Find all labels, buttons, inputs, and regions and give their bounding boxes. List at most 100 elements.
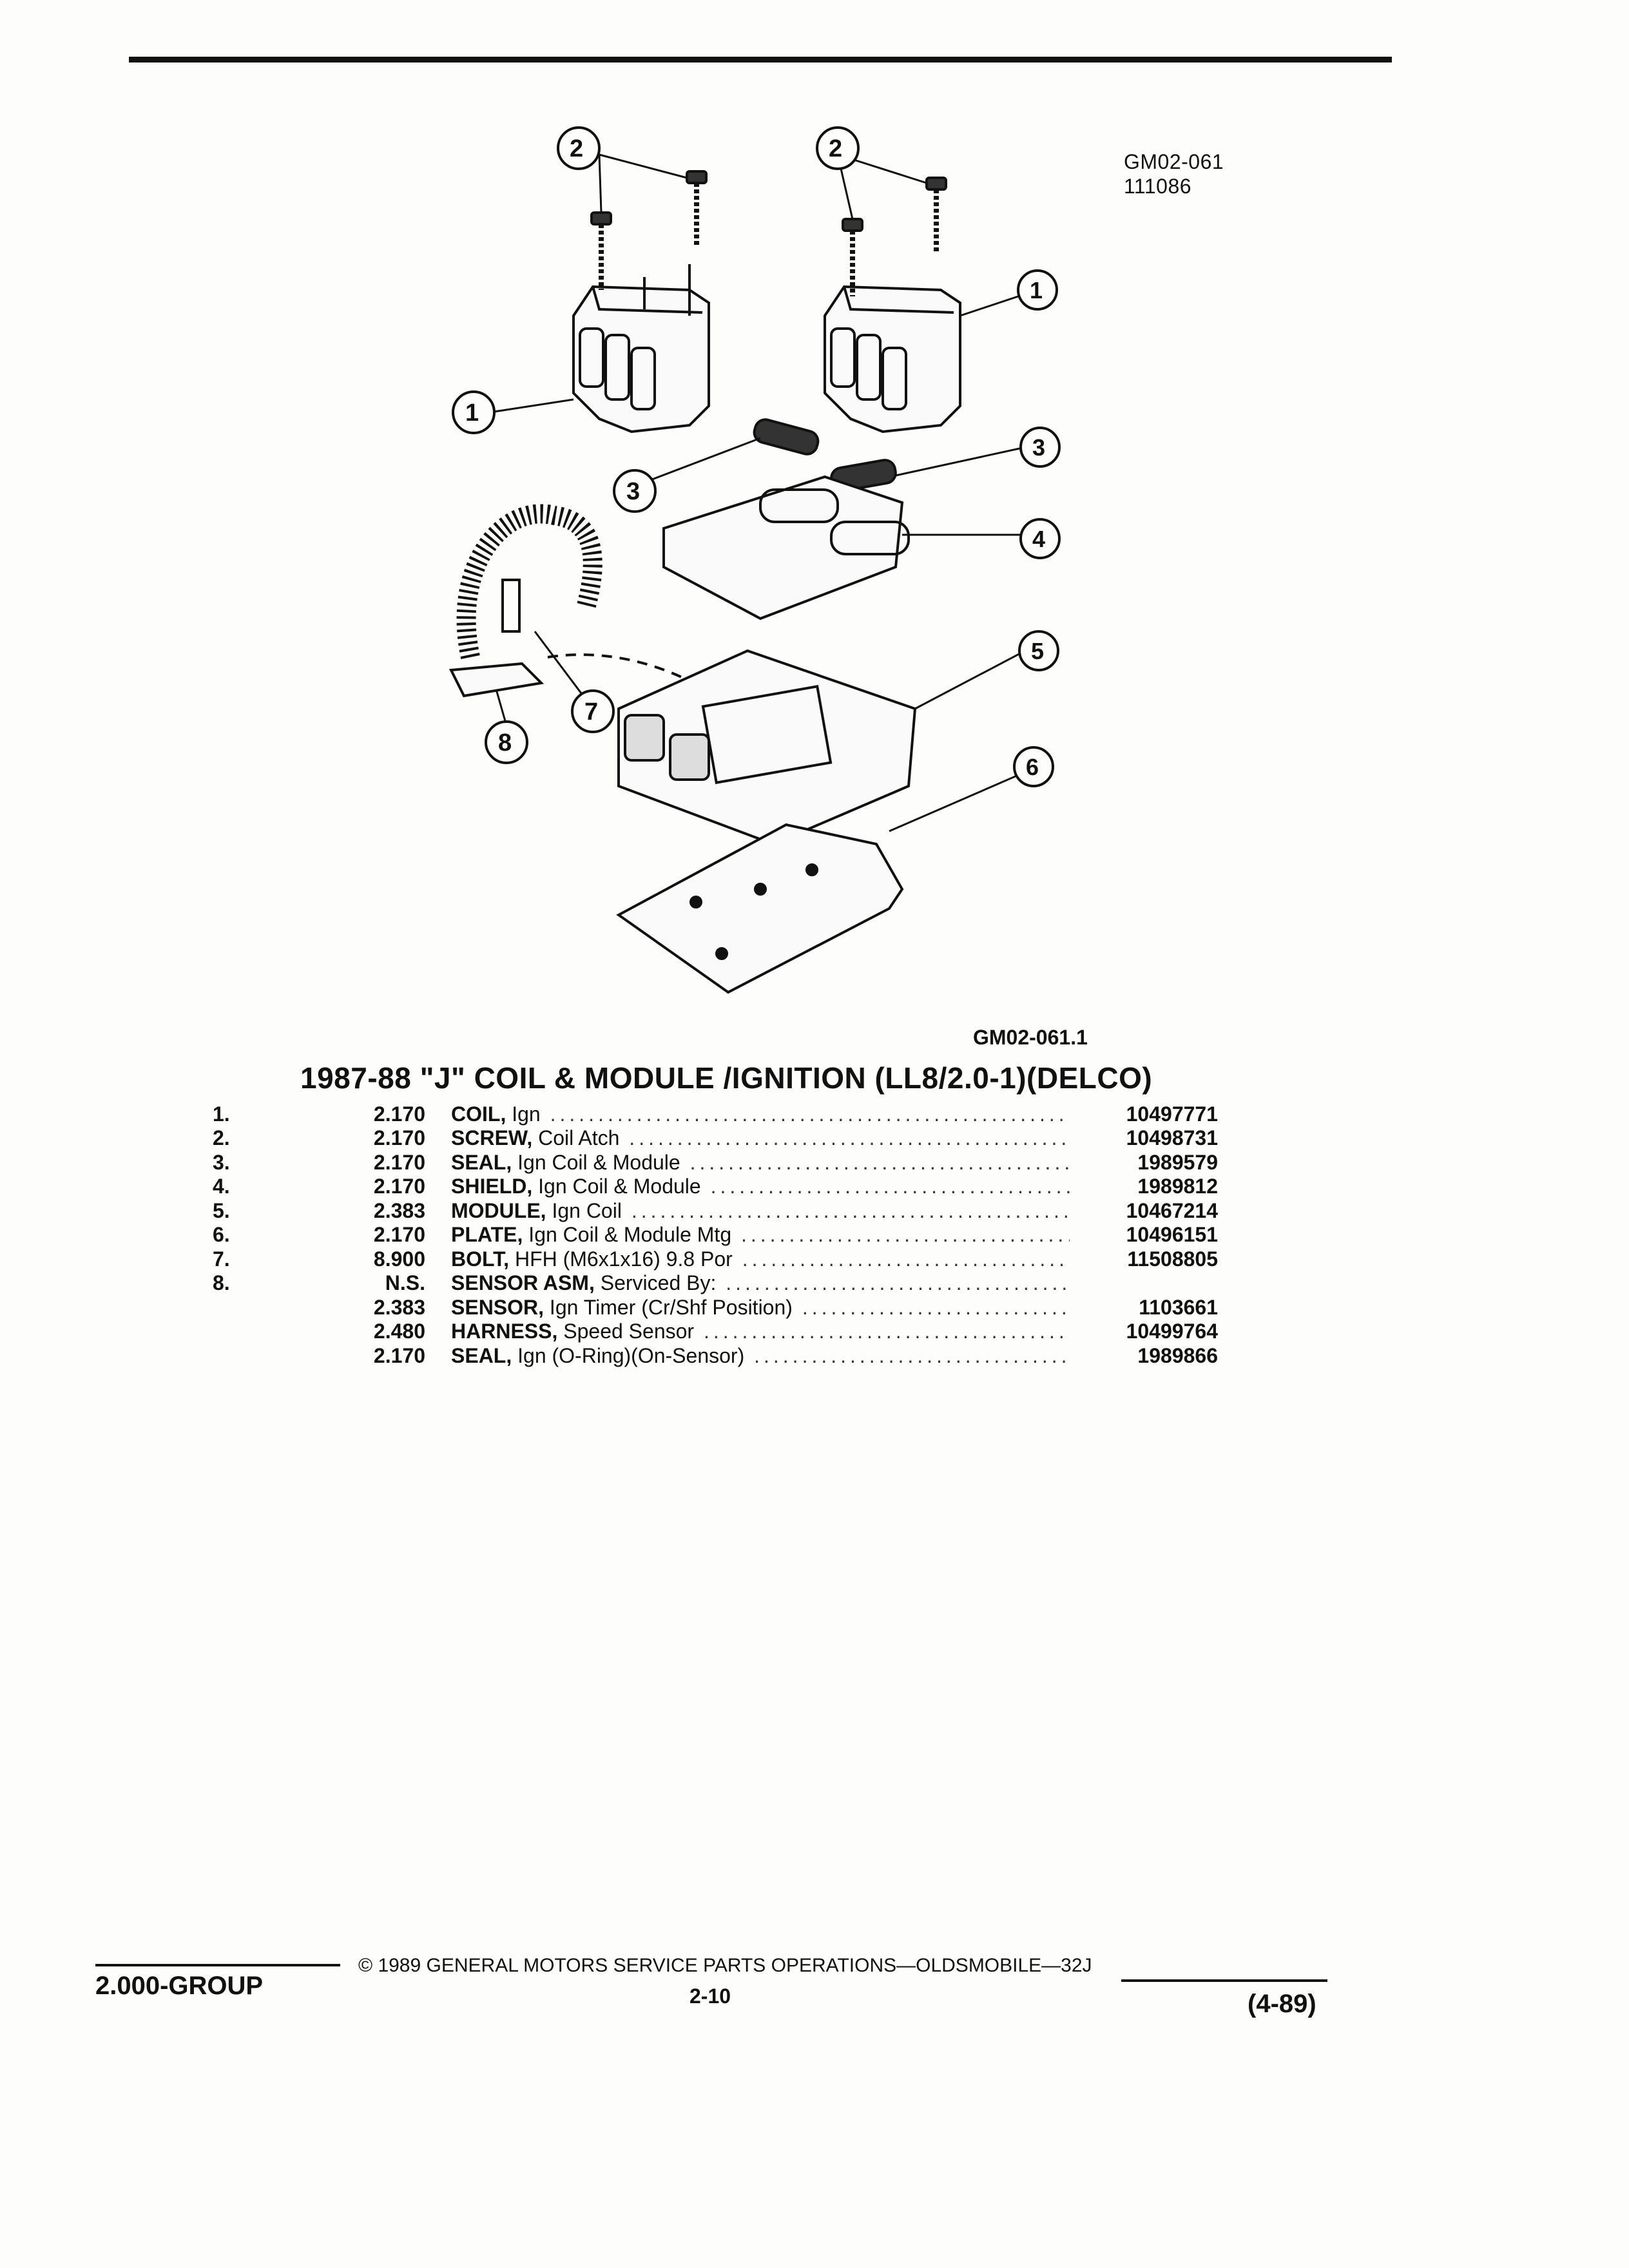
part-name: HARNESS, <box>451 1320 558 1343</box>
part-description: COIL, Ign ..............................… <box>451 1102 1070 1126</box>
part-name: SCREW, <box>451 1126 533 1149</box>
group-number: 2.170 <box>373 1223 425 1246</box>
callout-label-4: 4 <box>1032 526 1046 552</box>
part-description: SEAL, Ign (O-Ring)(On-Sensor) ..........… <box>451 1343 1070 1368</box>
footer-rule-right <box>1121 1979 1327 1982</box>
item-number: 2. <box>213 1126 230 1149</box>
parts-row: 6. 2.170 PLATE, Ign Coil & Module Mtg ....… <box>213 1223 1218 1247</box>
leader-dots: ........................................… <box>703 1320 1070 1343</box>
group-number: N.S. <box>385 1271 425 1294</box>
part-number: 10496151 <box>1126 1223 1218 1246</box>
part-detail: Ign Coil & Module <box>512 1150 680 1174</box>
callout-label-3b: 3 <box>626 478 641 505</box>
module-drawing <box>617 649 917 846</box>
leader-dots: ........................................… <box>540 1102 1070 1126</box>
leader-dots: ........................................… <box>629 1126 1070 1149</box>
part-name: MODULE, <box>451 1198 546 1222</box>
group-number: 2.170 <box>373 1150 425 1174</box>
figure-reference: GM02-061 111086 <box>1124 149 1224 198</box>
part-detail: Ign Timer (Cr/Shf Position) <box>544 1295 793 1319</box>
part-name: COIL, <box>451 1102 506 1126</box>
sensor-harness-drawing <box>448 504 749 723</box>
parts-row: 8. N.S. SENSOR ASM, Serviced By: .........… <box>213 1271 1218 1296</box>
part-detail: Serviced By: <box>594 1271 717 1294</box>
figure-ref-code: GM02-061 <box>1124 150 1224 173</box>
footer-copyright: © 1989 GENERAL MOTORS SERVICE PARTS OPER… <box>358 1955 1092 1976</box>
part-number: 10499764 <box>1126 1320 1218 1343</box>
parts-row: 5. 2.383 MODULE, Ign Coil ................… <box>213 1198 1218 1223</box>
part-detail: Ign Coil <box>546 1198 622 1222</box>
revision-date: (4-89) <box>1248 1990 1316 2018</box>
item-number <box>213 1343 309 1368</box>
part-name: SENSOR ASM, <box>451 1271 595 1294</box>
part-detail: Ign Coil & Module <box>532 1175 701 1198</box>
part-number: 10467214 <box>1126 1198 1218 1222</box>
part-detail: Ign (O-Ring)(On-Sensor) <box>512 1343 745 1367</box>
item-number: 6. <box>213 1223 230 1246</box>
callout-label-2a: 2 <box>570 135 584 162</box>
part-name: SEAL, <box>451 1150 512 1174</box>
group-number: 2.170 <box>373 1126 425 1149</box>
part-name: SEAL, <box>451 1343 512 1367</box>
item-number: 3. <box>213 1150 230 1174</box>
part-number: 1989866 <box>1137 1343 1218 1367</box>
leader-dots: ........................................… <box>742 1247 1070 1271</box>
page-number: 2-10 <box>689 1984 731 2008</box>
plate-drawing <box>616 823 904 994</box>
top-rule <box>129 57 1392 62</box>
leader-dots: ........................................… <box>689 1150 1070 1174</box>
leader-dots: ........................................… <box>726 1271 1070 1294</box>
callout-label-5: 5 <box>1031 638 1045 664</box>
parts-row: 2.170 SEAL, Ign (O-Ring)(On-Sensor) .....… <box>213 1343 1218 1368</box>
item-number: 5. <box>213 1198 230 1222</box>
shield-drawing <box>662 475 910 620</box>
item-number <box>213 1320 309 1344</box>
group-number: 2.383 <box>373 1295 425 1319</box>
part-number: 1989579 <box>1137 1150 1218 1174</box>
group-number: 8.900 <box>373 1247 425 1271</box>
leader-dots: ........................................… <box>710 1175 1070 1198</box>
left-coil-drawing <box>572 264 710 434</box>
part-number: 1989812 <box>1137 1175 1218 1198</box>
group-number: 2.383 <box>373 1198 425 1222</box>
callout-label-3a: 3 <box>1032 434 1046 461</box>
leader-dots: ........................................… <box>741 1223 1070 1246</box>
figure-caption-ref: GM02-061.1 <box>973 1026 1088 1049</box>
item-number: 8. <box>213 1271 230 1294</box>
part-detail: Speed Sensor <box>557 1320 695 1343</box>
item-number <box>213 1295 309 1320</box>
callout-label-8: 8 <box>498 729 512 756</box>
section-title: 1987-88 "J" COIL & MODULE /IGNITION (LL8… <box>300 1061 1153 1095</box>
part-name: BOLT, <box>451 1247 510 1271</box>
item-number: 1. <box>213 1102 230 1126</box>
group-number: 2.170 <box>373 1343 425 1367</box>
leader-dots: ........................................… <box>802 1295 1070 1319</box>
part-detail: HFH (M6x1x16) 9.8 Por <box>509 1247 733 1271</box>
part-description: SENSOR, Ign Timer (Cr/Shf Position) ....… <box>451 1295 1070 1320</box>
callout-label-1a: 1 <box>1030 277 1043 303</box>
right-screws-drawing <box>842 177 947 296</box>
parts-row: 2.383 SENSOR, Ign Timer (Cr/Shf Position)… <box>213 1295 1218 1320</box>
item-number: 4. <box>213 1175 230 1198</box>
left-screws-drawing <box>590 170 708 290</box>
callout-label-1b: 1 <box>465 399 479 427</box>
figure-ref-date: 111086 <box>1124 175 1192 198</box>
parts-row: 2. 2.170 SCREW, Coil Atch ................… <box>213 1126 1218 1151</box>
callout-label-7: 7 <box>584 698 599 726</box>
part-description: PLATE, Ign Coil & Module Mtg ...........… <box>451 1223 1070 1247</box>
part-number: 11508805 <box>1127 1247 1218 1271</box>
part-detail: Ign Coil & Module Mtg <box>523 1223 732 1246</box>
right-coil-drawing <box>824 285 961 434</box>
leader-dots: ........................................… <box>754 1343 1070 1367</box>
part-detail: Ign <box>506 1102 541 1126</box>
part-description: SCREW, Coil Atch .......................… <box>451 1126 1070 1151</box>
item-number: 7. <box>213 1247 230 1271</box>
part-number <box>1070 1271 1218 1296</box>
part-description: MODULE, Ign Coil .......................… <box>451 1198 1070 1223</box>
part-name: PLATE, <box>451 1223 523 1246</box>
part-description: HARNESS, Speed Sensor ..................… <box>451 1320 1070 1344</box>
callout-label-6: 6 <box>1026 754 1039 780</box>
